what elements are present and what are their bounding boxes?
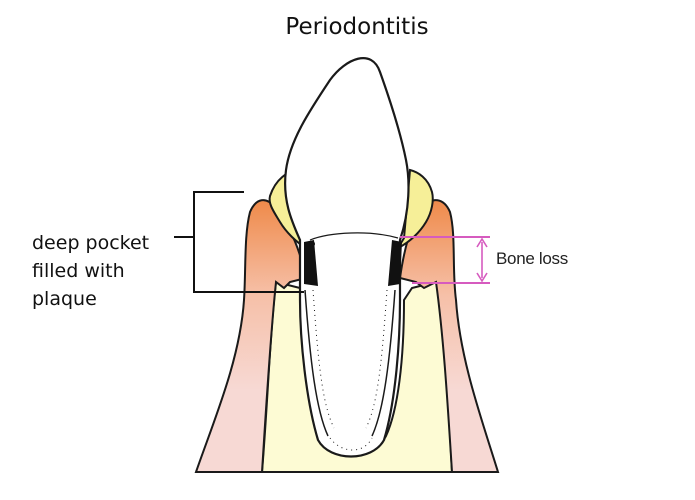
pocket-label-line-1: deep pocket (32, 232, 150, 254)
tartar-right (395, 168, 434, 251)
bone-loss-arrow-head-top (476, 237, 488, 248)
tooth (284, 57, 410, 458)
diagram-title: Periodontitis (285, 14, 429, 40)
ligament-left (304, 289, 329, 437)
pocket-bracket (193, 191, 304, 293)
plaque-dot-left (309, 241, 315, 247)
plaque-dot-right (393, 241, 399, 247)
ligament-right-outer (365, 289, 388, 429)
pocket-label-line-3: plaque (32, 288, 97, 310)
ligament-left-outer (312, 289, 335, 429)
pocket-label-line-2: filled with (32, 260, 125, 282)
bone-loss-label: Bone loss (496, 249, 568, 268)
ligament-right (371, 289, 396, 437)
bone-loss-arrow-head-bottom (476, 272, 488, 283)
gum-left (194, 199, 308, 473)
plaque-left (304, 240, 318, 286)
plaque-right (388, 240, 402, 286)
cej-line (309, 232, 399, 241)
